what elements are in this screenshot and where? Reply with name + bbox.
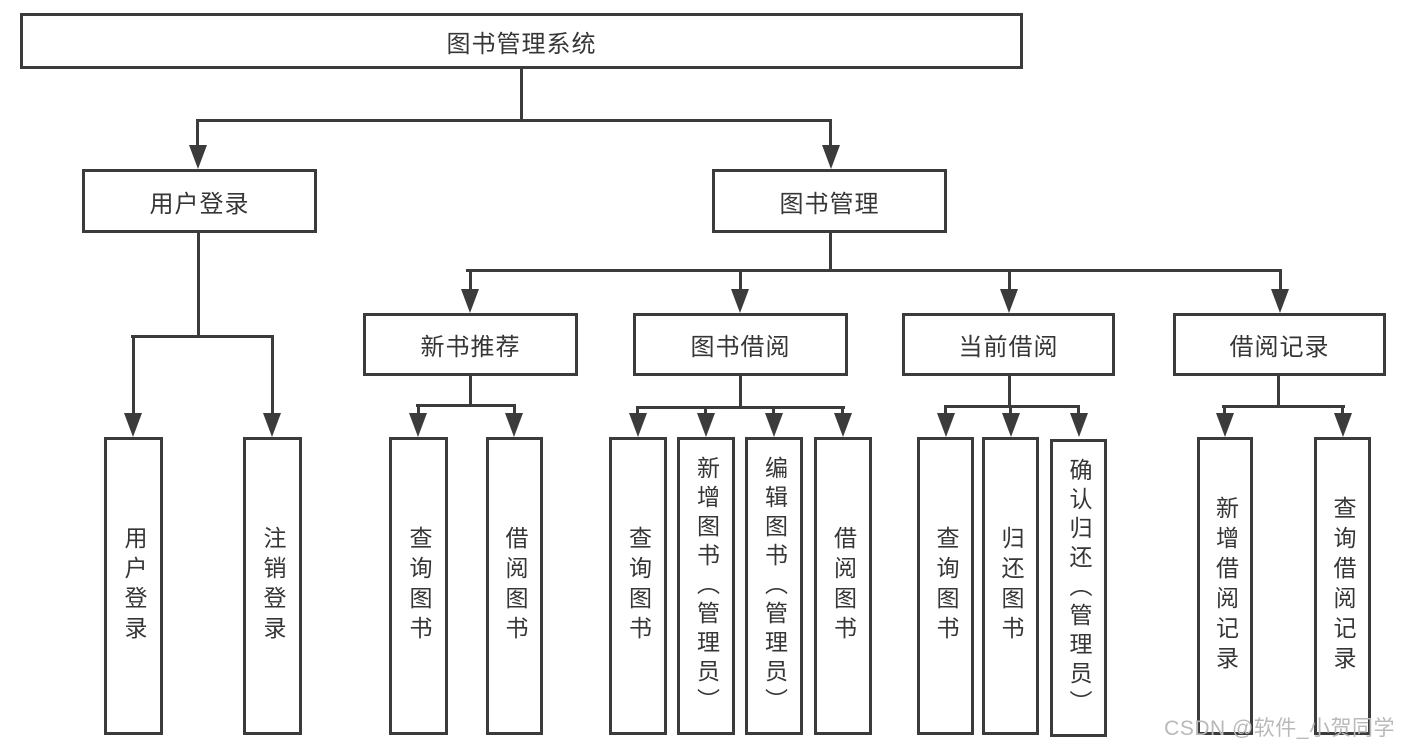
leaf-nb-query-books: 查询图书	[389, 437, 448, 735]
leaf-bb-add-books-admin-label: 新增图书（管理员）	[693, 455, 720, 717]
arrow-down-icon	[937, 413, 955, 437]
node-new-book-recommend-label: 新书推荐	[420, 334, 521, 361]
leaf-bb-query-books: 查询图书	[609, 437, 667, 735]
connector-group-stem	[469, 376, 472, 407]
connector-drop-leaf	[271, 335, 274, 415]
node-root: 图书管理系统	[20, 13, 1023, 69]
node-user-login-label: 用户登录	[149, 190, 250, 218]
node-book-borrow-label: 图书借阅	[690, 334, 791, 361]
node-book-management: 图书管理	[712, 169, 947, 233]
arrow-down-icon	[409, 413, 427, 437]
leaf-bb-edit-books-admin-label: 编辑图书（管理员）	[761, 455, 788, 717]
connector-drop-leaf	[704, 406, 707, 415]
leaf-user-login-label: 用户登录	[121, 526, 147, 646]
arrow-down-icon	[189, 145, 207, 169]
node-book-management-label: 图书管理	[779, 190, 880, 218]
arrow-down-icon	[461, 289, 479, 313]
leaf-bb-add-books-admin: 新增图书（管理员）	[677, 437, 735, 735]
leaf-nb-borrow-books-label: 借阅图书	[502, 526, 528, 646]
node-current-borrow-label: 当前借阅	[958, 334, 1059, 361]
leaf-cb-return-books: 归还图书	[982, 437, 1039, 735]
connector-drop-leaf	[841, 406, 844, 415]
connector-drop-leaf	[132, 335, 135, 415]
arrow-down-icon	[697, 413, 715, 437]
leaf-cb-confirm-return-admin-label: 确认归还（管理员）	[1066, 457, 1092, 719]
connector-group-rail	[636, 406, 845, 409]
connector-group-rail	[944, 405, 1080, 408]
connector-level1-rail	[196, 119, 832, 122]
connector-group-stem	[1277, 376, 1280, 408]
leaf-br-add-borrow-record-label: 新增借阅记录	[1212, 496, 1239, 676]
csdn-watermark: CSDN @软件_小贺同学	[1164, 717, 1395, 740]
connector-drop-mgmt	[829, 119, 832, 147]
leaf-logout-login-label: 注销登录	[260, 526, 286, 646]
connector-drop-leaf	[513, 404, 516, 415]
connector-drop-leaf	[1009, 405, 1012, 415]
arrow-down-icon	[731, 289, 749, 313]
leaf-cb-query-books: 查询图书	[917, 437, 974, 735]
connector-group-stem	[739, 376, 742, 409]
node-new-book-recommend: 新书推荐	[363, 313, 578, 376]
node-user-login: 用户登录	[82, 169, 317, 233]
leaf-cb-return-books-label: 归还图书	[998, 526, 1024, 646]
arrow-down-icon	[822, 145, 840, 169]
leaf-nb-borrow-books: 借阅图书	[486, 437, 543, 735]
arrow-down-icon	[1271, 289, 1289, 313]
arrow-down-icon	[1216, 413, 1234, 437]
leaf-user-login: 用户登录	[104, 437, 163, 735]
leaf-cb-confirm-return-admin: 确认归还（管理员）	[1050, 439, 1107, 737]
leaf-cb-query-books-label: 查询图书	[933, 526, 959, 646]
connector-level2-rail	[466, 269, 1282, 272]
arrow-down-icon	[1334, 413, 1352, 437]
connector-drop-group	[1008, 269, 1011, 293]
node-borrow-record: 借阅记录	[1173, 313, 1386, 376]
node-root-label: 图书管理系统	[446, 30, 597, 58]
connector-group-rail	[1222, 405, 1345, 408]
leaf-bb-edit-books-admin: 编辑图书（管理员）	[745, 437, 803, 735]
connector-drop-group	[469, 269, 472, 293]
node-current-borrow: 当前借阅	[902, 313, 1115, 376]
arrow-down-icon	[1000, 289, 1018, 313]
connector-mgmt-stem	[829, 233, 832, 271]
arrow-down-icon	[1002, 413, 1020, 437]
connector-drop-leaf	[1077, 405, 1080, 415]
arrow-down-icon	[263, 413, 281, 437]
leaf-br-query-borrow-record: 查询借阅记录	[1314, 437, 1371, 735]
node-borrow-record-label: 借阅记录	[1229, 334, 1330, 361]
arrow-down-icon	[834, 413, 852, 437]
leaf-logout-login: 注销登录	[243, 437, 302, 735]
connector-drop-leaf	[417, 404, 420, 415]
connector-root-stem	[520, 69, 523, 121]
connector-drop-leaf	[944, 405, 947, 415]
connector-drop-leaf	[772, 406, 775, 415]
leaf-nb-query-books-label: 查询图书	[406, 526, 432, 646]
leaf-bb-borrow-books: 借阅图书	[814, 437, 872, 735]
arrow-down-icon	[765, 413, 783, 437]
leaf-br-query-borrow-record-label: 查询借阅记录	[1330, 496, 1356, 676]
connector-drop-leaf	[636, 406, 639, 415]
connector-group-stem	[1008, 376, 1011, 408]
arrow-down-icon	[505, 413, 523, 437]
arrow-down-icon	[629, 413, 647, 437]
connector-drop-group	[739, 269, 742, 293]
leaf-bb-borrow-books-label: 借阅图书	[830, 526, 857, 646]
node-book-borrow: 图书借阅	[633, 313, 848, 376]
connector-drop-group	[1279, 269, 1282, 293]
arrow-down-icon	[124, 413, 142, 437]
leaf-bb-query-books-label: 查询图书	[625, 526, 652, 646]
connector-login-rail	[131, 335, 273, 338]
connector-drop-leaf	[1223, 405, 1226, 415]
connector-drop-leaf	[1341, 405, 1344, 415]
leaf-br-add-borrow-record: 新增借阅记录	[1197, 437, 1253, 735]
connector-login-stem	[197, 233, 200, 338]
connector-group-rail	[416, 404, 516, 407]
arrow-down-icon	[1070, 413, 1088, 437]
connector-drop-login	[196, 119, 199, 147]
